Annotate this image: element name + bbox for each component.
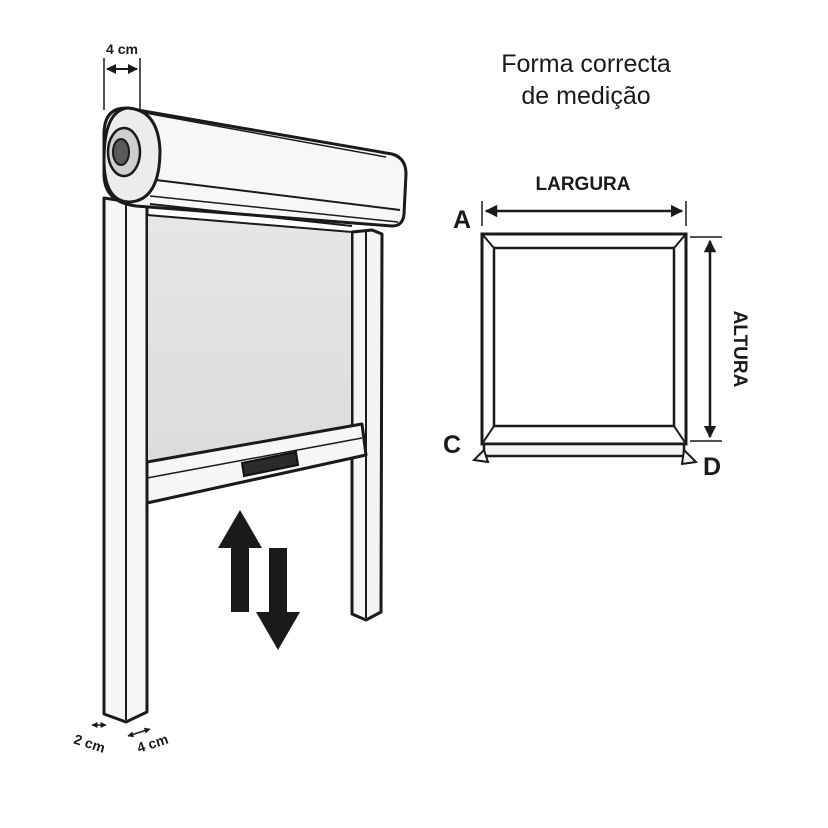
top-width-dimension: 4 cm — [103, 41, 141, 110]
cassette-box — [102, 106, 408, 228]
guide-title-line1: Forma correcta — [501, 50, 671, 78]
corner-a-label: A — [453, 206, 471, 234]
bottom-right-label: 4 cm — [135, 731, 170, 756]
corner-c-label: C — [443, 431, 461, 459]
bottom-left-label: 2 cm — [72, 731, 107, 756]
corner-d-label: D — [703, 453, 721, 481]
height-label: ALTURA — [729, 311, 750, 388]
roller-screen-drawing: 4 cm 2 cm 4 cm — [72, 41, 408, 756]
width-label: LARGURA — [536, 174, 631, 195]
mesh-screen — [146, 213, 353, 464]
up-down-arrows-icon — [218, 510, 300, 650]
pull-handle — [240, 450, 300, 478]
top-width-label: 4 cm — [106, 41, 138, 57]
window-frame — [471, 232, 699, 466]
measurement-guide: Forma correcta de medição LARGURA ALTURA… — [443, 50, 750, 481]
guide-title-line2: de medição — [521, 82, 650, 110]
bottom-dimensions: 2 cm 4 cm — [72, 722, 170, 756]
